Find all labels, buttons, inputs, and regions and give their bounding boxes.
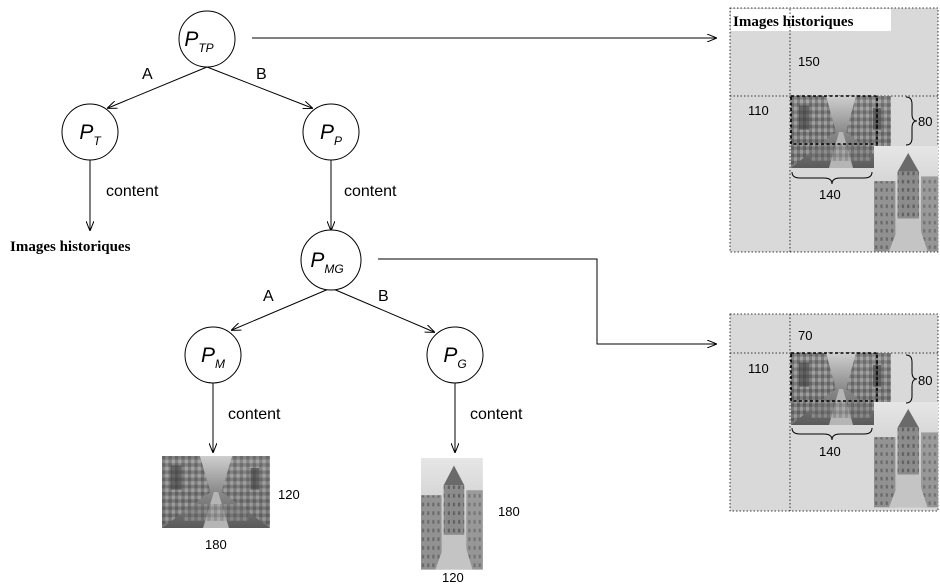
- panel-bottom-brace-width: [791, 427, 873, 441]
- panel-top-offset-left: 110: [748, 103, 769, 118]
- tower-photo-height: 180: [498, 504, 520, 519]
- street-photo-height: 120: [278, 487, 300, 502]
- panel-top-brace-width: [791, 171, 873, 185]
- node-pmg-label: PMG: [310, 249, 343, 276]
- node-pt-label: PT: [79, 121, 102, 148]
- street-photo: [162, 456, 270, 528]
- panel-top-size-height: 80: [918, 114, 932, 129]
- node-pp-label: PP: [320, 121, 342, 148]
- panel-top-region-box: [790, 95, 878, 145]
- panel-bottom-brace-height: [905, 354, 918, 404]
- node-ptp-label: PTP: [184, 28, 213, 55]
- edge-label-b-top: B: [256, 66, 267, 83]
- panel-top-size-width: 140: [819, 187, 841, 202]
- node-pmg: PMG: [300, 229, 362, 291]
- leaf-text-title: Images historiques: [10, 239, 131, 255]
- edge-ptp-pp: [206, 66, 312, 108]
- panel-top-offset-top: 150: [798, 54, 820, 69]
- connector-pmg-panel: [378, 258, 716, 344]
- node-ptp: PTP: [178, 10, 236, 68]
- node-pg: PG: [426, 326, 484, 384]
- panel-top-tower-photo: [874, 146, 939, 252]
- panel-top-title-bg: [731, 9, 891, 31]
- panel-bottom-region-box: [790, 352, 878, 402]
- panel-top-brace-height: [905, 96, 918, 146]
- layout-panel-top: Images historiques 150 110 80 140: [729, 7, 939, 253]
- tower-photo-width: 120: [442, 570, 464, 585]
- panel-bottom-offset-top: 70: [798, 328, 812, 343]
- node-pm: PM: [184, 326, 242, 384]
- node-pt: PT: [61, 103, 119, 161]
- street-photo-width: 180: [205, 537, 227, 552]
- edge-label-content-pt: content: [106, 183, 159, 200]
- edge-label-b-mid: B: [378, 288, 389, 305]
- edge-label-a-top: A: [142, 66, 153, 83]
- edge-label-content-pg: content: [470, 406, 523, 423]
- panel-bottom-offset-left: 110: [748, 361, 769, 376]
- edge-pmg-pm: [232, 287, 332, 330]
- panel-bottom-size-height: 80: [918, 373, 932, 388]
- node-pg-label: PG: [443, 344, 466, 371]
- node-pp: PP: [302, 103, 360, 161]
- edge-ptp-pt: [108, 66, 208, 108]
- node-pm-label: PM: [201, 344, 225, 371]
- edge-pmg-pg: [330, 287, 434, 332]
- layout-panel-bottom: 70 110 80 140: [729, 313, 939, 512]
- edge-label-content-pm: content: [228, 406, 281, 423]
- edge-label-a-mid: A: [263, 288, 274, 305]
- panel-bottom-tower-photo: [874, 402, 939, 508]
- tower-photo: [421, 458, 483, 570]
- panel-top-title: Images historiques: [733, 14, 854, 30]
- panel-bottom-size-width: 140: [819, 444, 841, 459]
- edge-label-content-pp: content: [344, 183, 397, 200]
